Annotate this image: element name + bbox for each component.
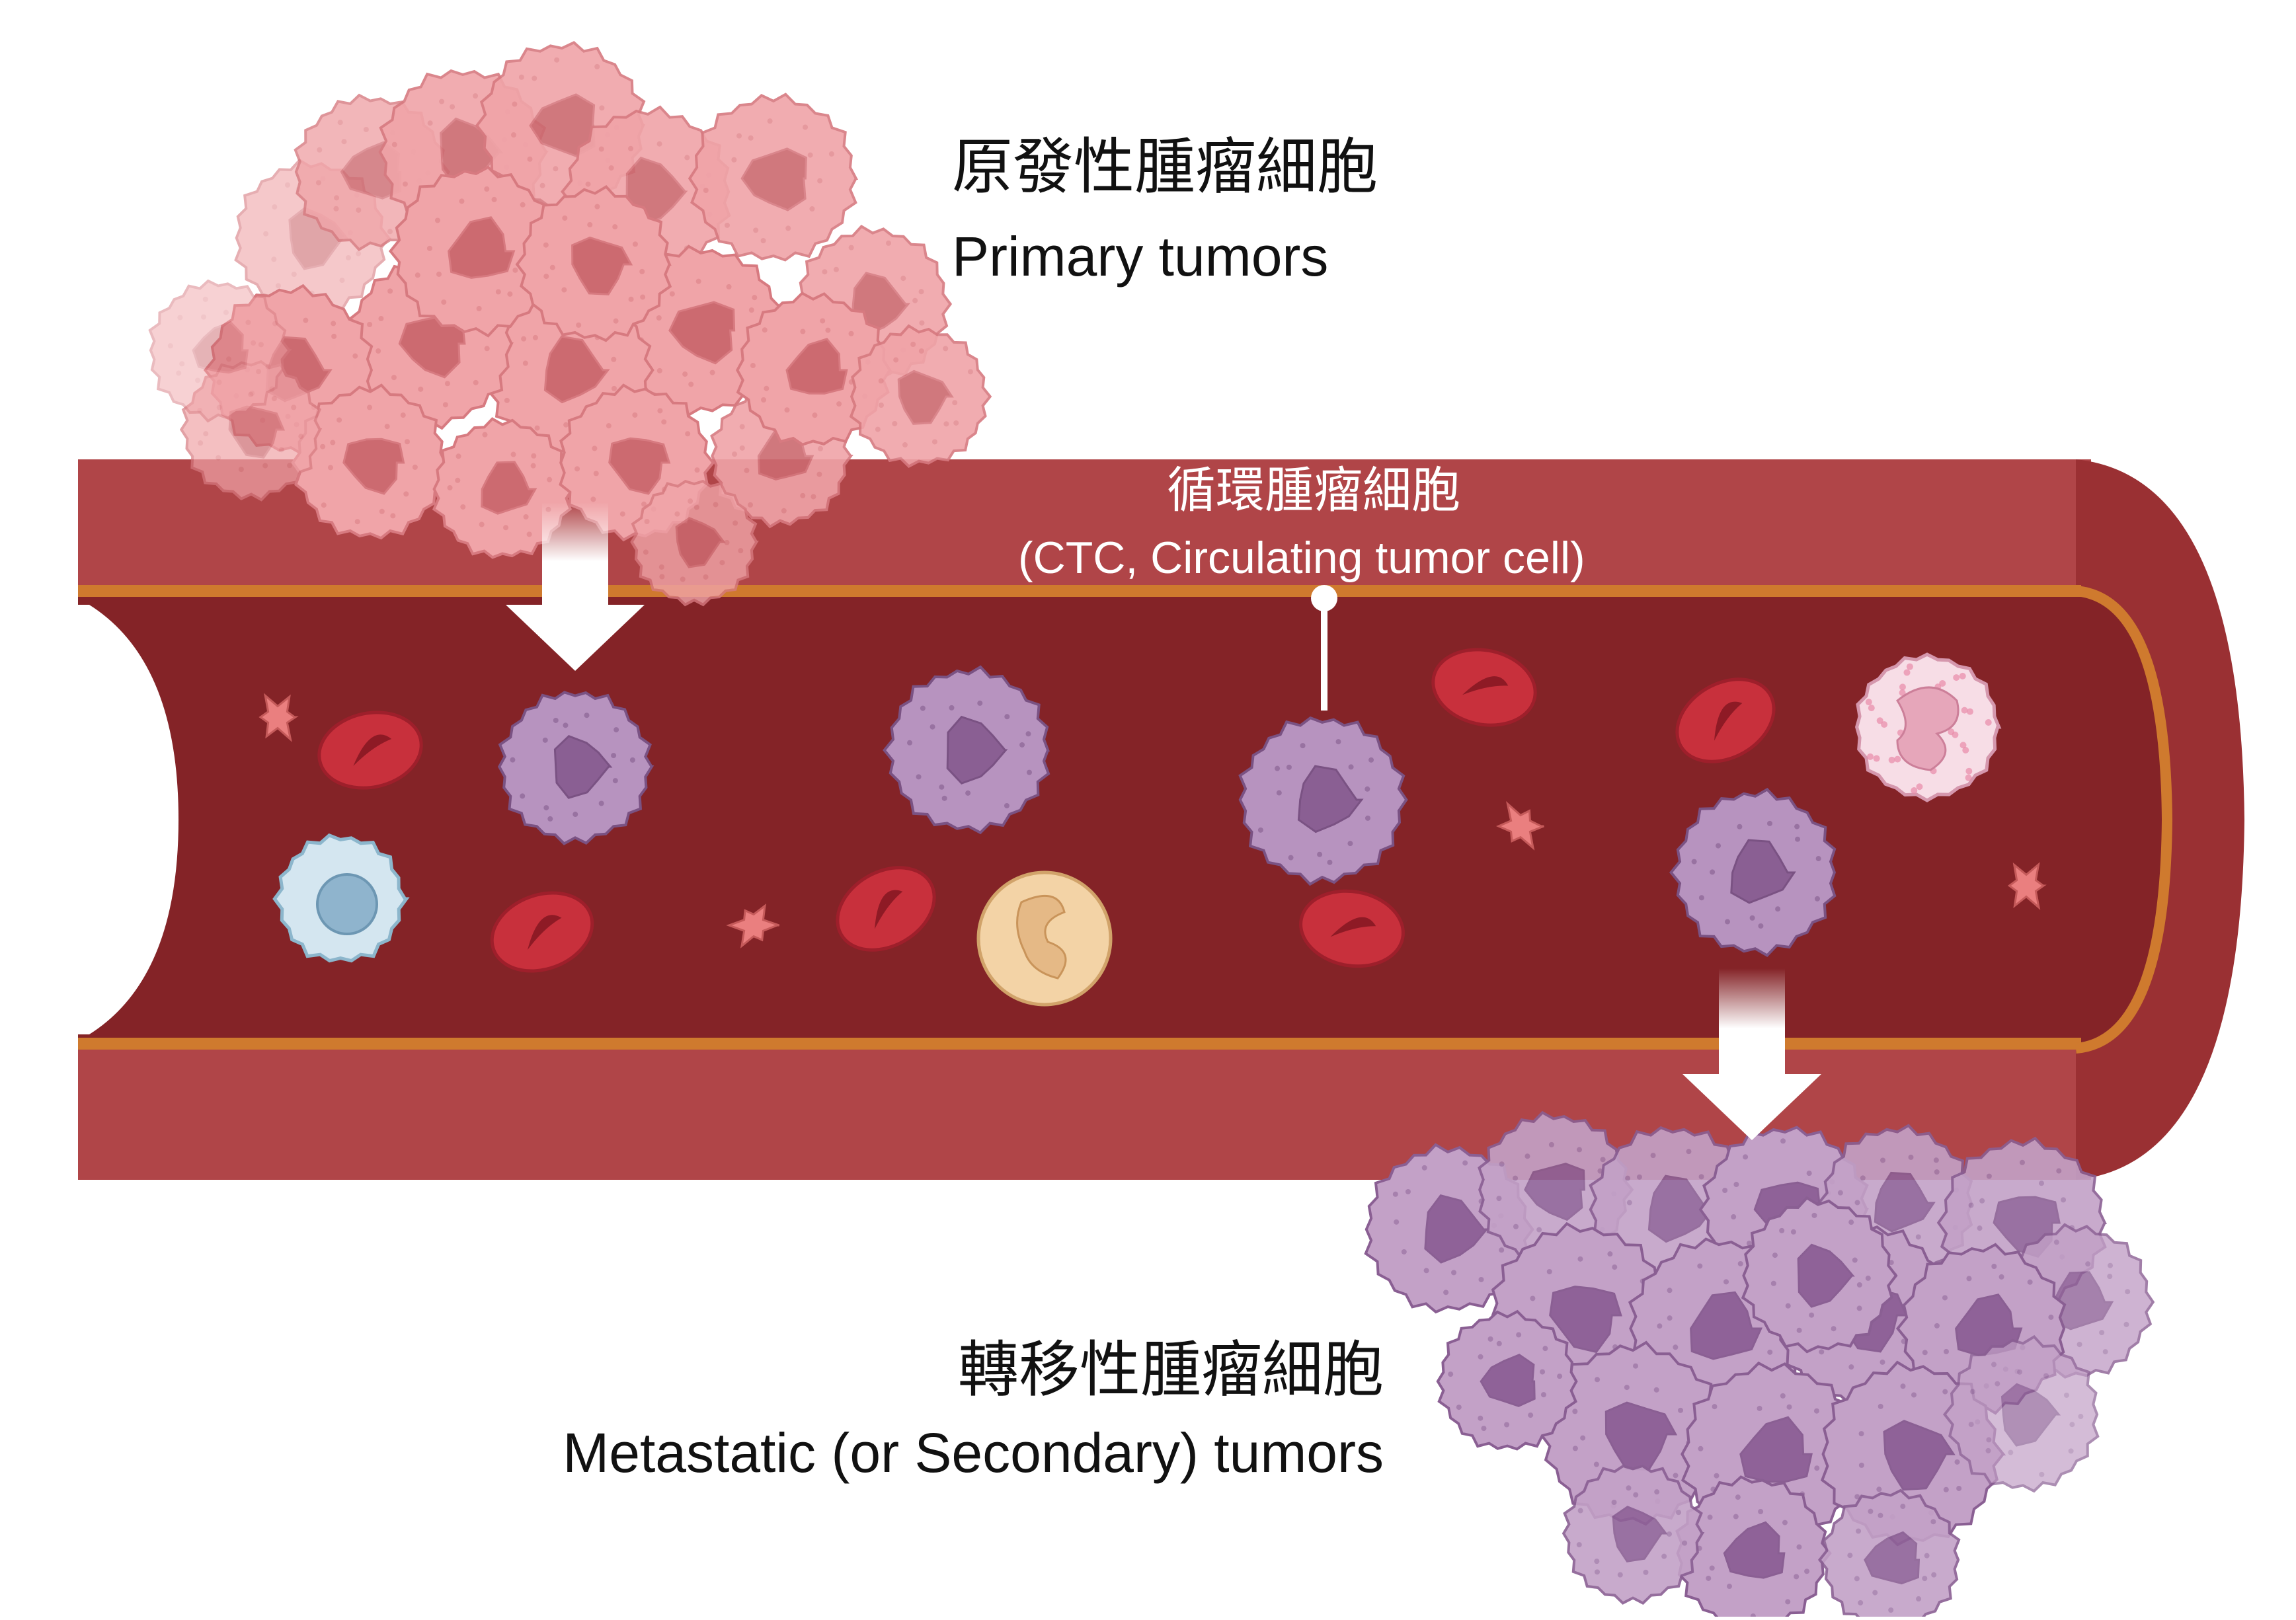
- white-blood-cell-icon: [272, 833, 410, 963]
- primary-tumor-cluster: [148, 41, 992, 607]
- white-blood-cell-icon: [976, 870, 1113, 1007]
- red-blood-cell-icon: [317, 711, 423, 790]
- platelet-icon: [258, 693, 299, 742]
- primary-tumor-label-en: Primary tumors: [952, 225, 1329, 288]
- red-blood-cell-icon: [1431, 648, 1537, 727]
- arrow-down-icon: [1682, 968, 1821, 1140]
- white-blood-cell-icon: [1855, 652, 2002, 802]
- tumor-cell-icon: [849, 324, 992, 468]
- tumor-cell-icon: [1741, 1196, 1898, 1354]
- tumor-cell-icon: [1562, 1464, 1705, 1605]
- tumor-cell-icon: [1539, 1340, 1723, 1526]
- ctc-label-en: (CTC, Circulating tumor cell): [1018, 533, 1585, 583]
- vessel-opening: [78, 605, 178, 1034]
- blood-cells: [258, 648, 2047, 1007]
- tumor-cell-icon: [1942, 1334, 2100, 1493]
- metastatic-tumor-cluster: [1364, 1110, 2155, 1620]
- tumor-cell-icon: [1817, 1488, 1961, 1620]
- metastatic-tumor-label-en: Metastatic (or Secondary) tumors: [563, 1422, 1384, 1484]
- tumor-cell-icon: [1436, 1309, 1578, 1451]
- ctc-label-zh: 循環腫瘤細胞: [1167, 462, 1460, 519]
- ctc-pointer: [1311, 585, 1337, 711]
- tumor-cell-icon: [630, 479, 759, 607]
- tumor-cell-icon: [736, 291, 892, 446]
- vessel-lumen-end: [2076, 592, 2163, 1048]
- tumor-cell-icon: [688, 93, 859, 262]
- tumor-cell-icon: [1669, 787, 1837, 958]
- vessel-inner-line-bottom: [78, 1038, 2081, 1050]
- tumor-cell-icon: [388, 165, 559, 338]
- tumor-cell-icon: [148, 279, 292, 423]
- red-blood-cell-icon: [836, 866, 936, 952]
- vessel-end-rim: [2075, 586, 2173, 1054]
- tumor-cell-icon: [515, 184, 672, 342]
- tumor-cell-icon: [497, 691, 654, 845]
- red-blood-cell-icon: [1299, 889, 1405, 968]
- platelet-icon: [2007, 862, 2047, 910]
- platelet-icon: [726, 904, 780, 948]
- red-blood-cell-icon: [1675, 677, 1776, 763]
- primary-tumor-label-zh: 原發性腫瘤細胞: [952, 132, 1378, 202]
- metastatic-tumor-label-zh: 轉移性腫瘤細胞: [957, 1334, 1384, 1405]
- tumor-cell-icon: [1238, 716, 1408, 886]
- arrow-down-icon: [506, 502, 645, 671]
- tumor-cell-icon: [883, 665, 1050, 835]
- platelet-icon: [1495, 801, 1544, 851]
- tumor-cell-icon: [432, 417, 576, 559]
- vessel-inner-line-top: [78, 585, 2081, 597]
- red-blood-cell-icon: [490, 891, 594, 973]
